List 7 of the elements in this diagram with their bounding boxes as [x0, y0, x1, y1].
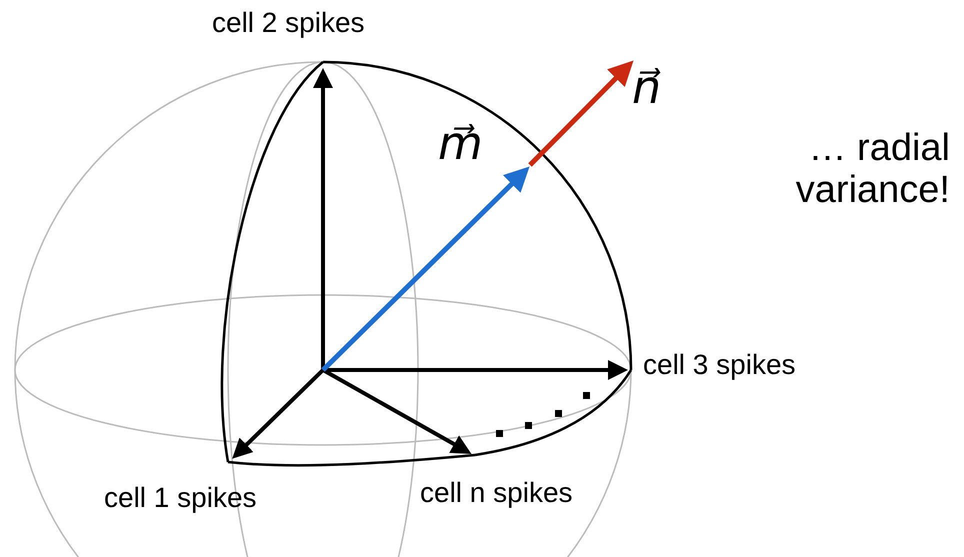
note-text: … radial variance! — [794, 128, 950, 212]
vector-label: n⃗ — [632, 62, 662, 113]
vector-label: m⃗ — [438, 118, 483, 169]
axis-label: cell 2 spikes — [212, 8, 365, 39]
axis-label: cell 1 spikes — [104, 483, 257, 514]
axis-label: cell n spikes — [420, 478, 573, 509]
axis-label: cell 3 spikes — [643, 350, 796, 381]
